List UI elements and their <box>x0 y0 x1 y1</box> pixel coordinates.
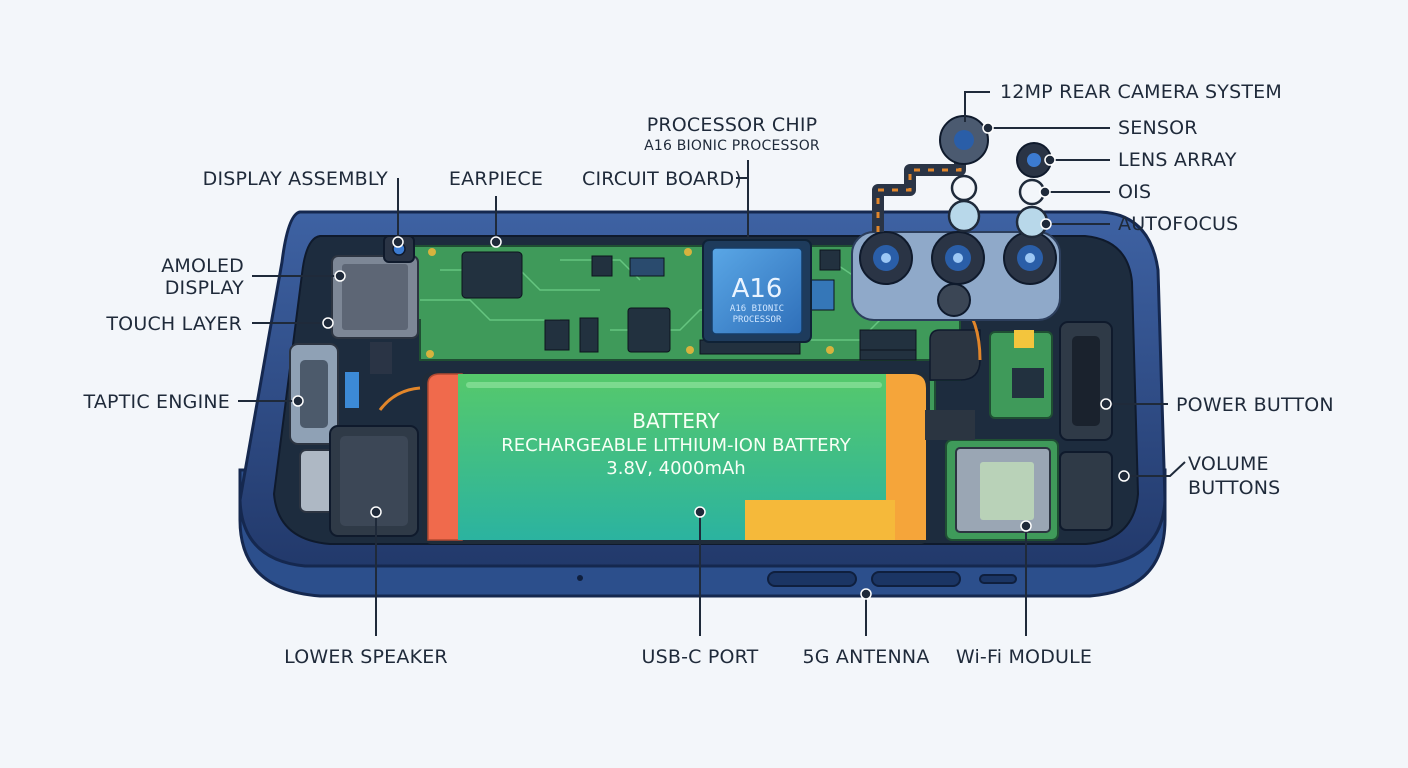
label-amoled-1: AMOLED <box>161 255 244 277</box>
label-5g-antenna: 5G ANTENNA <box>802 646 929 668</box>
lower-speaker <box>329 425 419 537</box>
label-earpiece: EARPIECE <box>449 168 543 190</box>
label-taptic-engine: TAPTIC ENGINE <box>83 391 230 413</box>
label-usb-c-port: USB-C PORT <box>641 646 758 668</box>
label-wifi-module: Wi-Fi MODULE <box>956 646 1092 668</box>
label-processor-chip: PROCESSOR CHIP <box>647 114 818 136</box>
battery: BATTERY RECHARGEABLE LITHIUM-ION BATTERY… <box>422 372 930 544</box>
label-amoled-2: DISPLAY <box>165 277 244 299</box>
label-power-button: POWER BUTTON <box>1176 394 1334 416</box>
chip-subtext-2: PROCESSOR <box>733 315 782 325</box>
label-processor-sub: A16 BIONIC PROCESSOR <box>644 138 820 154</box>
label-rear-camera-system: 12MP REAR CAMERA SYSTEM <box>1000 81 1282 103</box>
chip-subtext-1: A16 BIONIC <box>730 304 784 314</box>
right-components <box>945 321 1113 541</box>
a16-chip: A16 A16 BIONIC PROCESSOR <box>702 239 812 343</box>
battery-subtitle: RECHARGEABLE LITHIUM-ION BATTERY <box>501 435 852 456</box>
labels: 12MP REAR CAMERA SYSTEM SENSOR LENS ARRA… <box>83 81 1334 668</box>
display-module <box>331 235 419 339</box>
label-ois: OIS <box>1118 181 1151 203</box>
side-buttons <box>577 571 1017 587</box>
leader-lines <box>238 91 1186 636</box>
camera-module <box>851 115 1061 321</box>
label-volume-2: BUTTONS <box>1188 477 1280 499</box>
label-lower-speaker: LOWER SPEAKER <box>284 646 448 668</box>
label-lens-array: LENS ARRAY <box>1118 149 1237 171</box>
battery-spec: 3.8V, 4000mAh <box>606 458 745 479</box>
label-volume-1: VOLUME <box>1188 453 1269 475</box>
taptic-engine-module <box>289 342 392 513</box>
label-touch-layer: TOUCH LAYER <box>105 313 242 335</box>
flex-cables <box>378 298 982 440</box>
battery-title: BATTERY <box>632 409 720 433</box>
label-display-assembly: DISPLAY ASSEMBLY <box>203 168 389 190</box>
label-circuit-board: CIRCUIT BOARD) <box>582 168 742 190</box>
chip-name: A16 <box>732 274 783 304</box>
label-autofocus: AUTOFOCUS <box>1118 213 1238 235</box>
label-sensor: SENSOR <box>1118 117 1198 139</box>
